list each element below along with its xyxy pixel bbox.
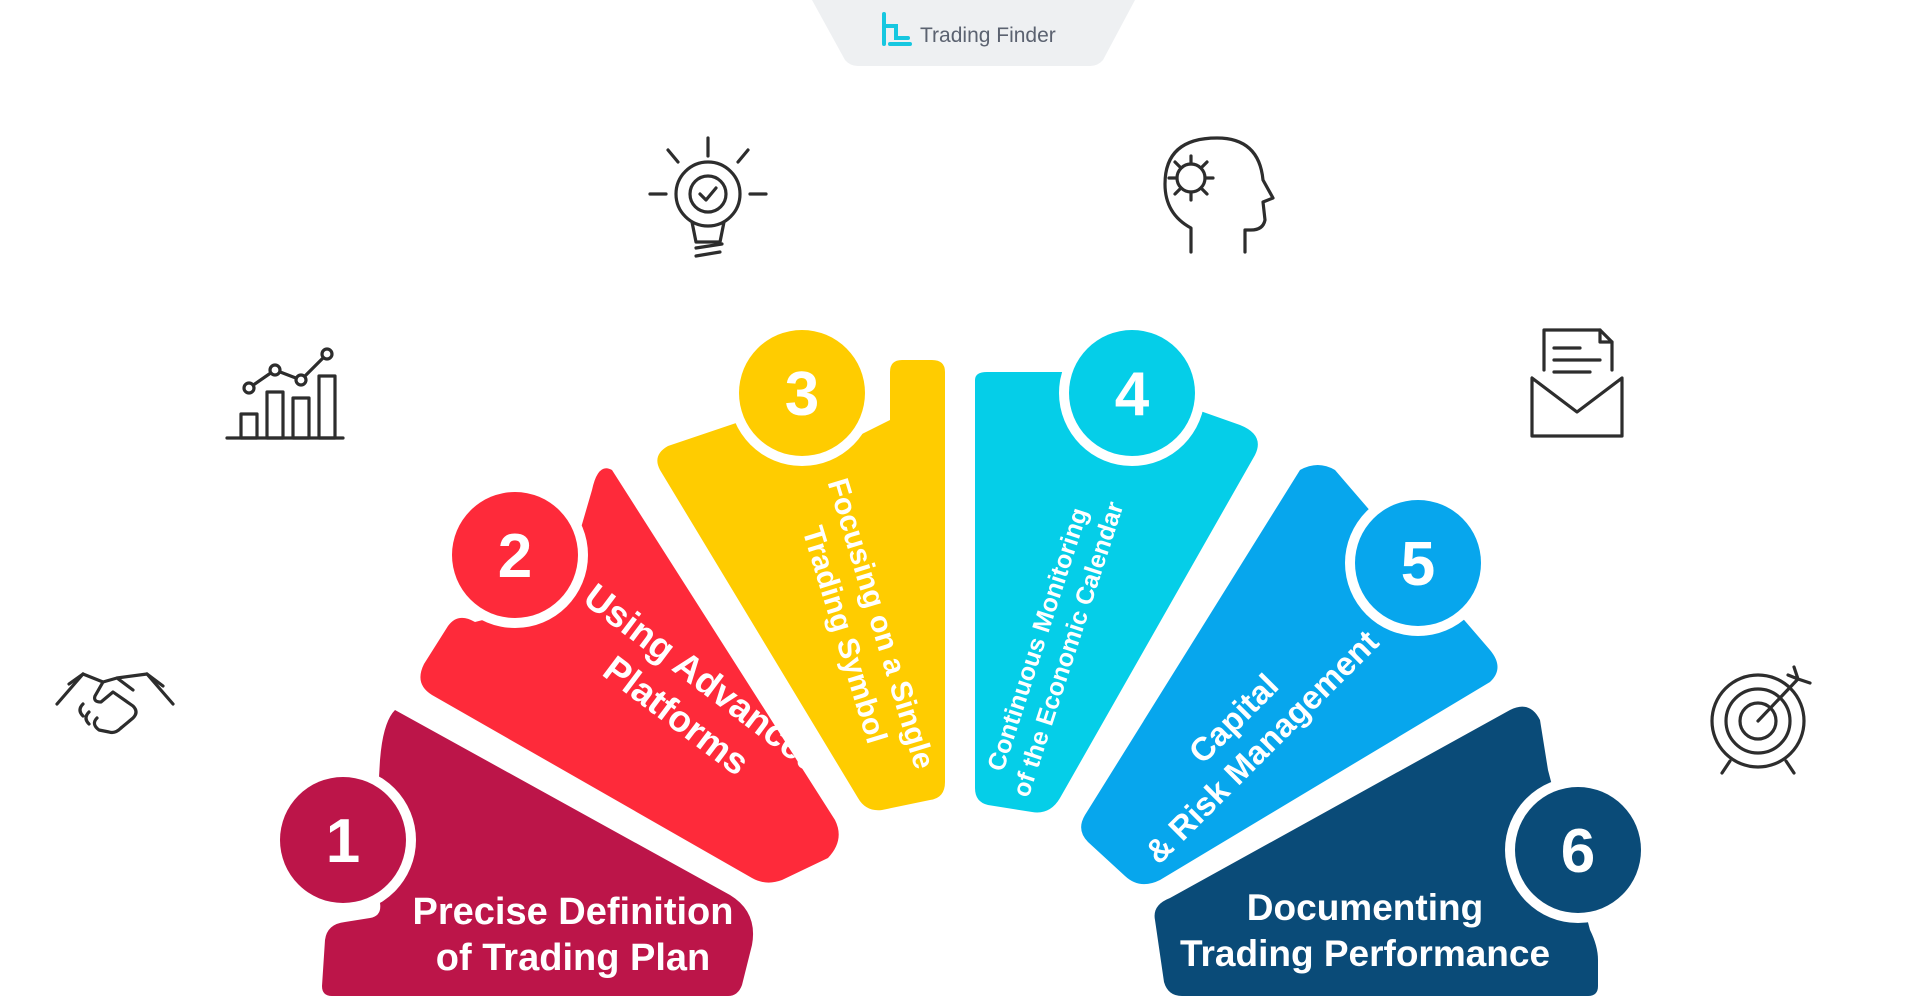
envelope-document-icon bbox=[1530, 328, 1624, 438]
head-gear-icon bbox=[1163, 136, 1275, 254]
target-arrow-icon bbox=[1710, 665, 1812, 775]
step-6-panel: 6 Documenting Trading Performance bbox=[1154, 706, 1651, 996]
step-4-panel: 4 Continuous Monitoring of the Economic … bbox=[975, 320, 1258, 813]
step-6-label-line2: Trading Performance bbox=[1180, 933, 1550, 974]
step-4-number: 4 bbox=[1115, 360, 1150, 429]
brand-name: Trading Finder bbox=[920, 24, 1056, 47]
step-5-number: 5 bbox=[1401, 530, 1435, 599]
lightbulb-check-icon bbox=[648, 136, 768, 258]
step-2-number: 2 bbox=[498, 522, 532, 591]
step-1-panel: 1 Precise Definition of Trading Plan bbox=[270, 710, 754, 996]
step-1-label-line1: Precise Definition bbox=[413, 891, 734, 933]
growth-chart-icon bbox=[225, 347, 345, 440]
step-3-panel: 3 Focusing on a Single Trading Symbol bbox=[657, 320, 945, 811]
step-6-label-line1: Documenting bbox=[1247, 887, 1483, 928]
step-1-number: 1 bbox=[326, 807, 360, 876]
step-1-label-line2: of Trading Plan bbox=[436, 937, 710, 979]
step-6-number: 6 bbox=[1561, 817, 1595, 886]
brand-header: Trading Finder bbox=[812, 0, 1135, 66]
step-3-number: 3 bbox=[785, 360, 819, 429]
trading-finder-logo-icon bbox=[882, 12, 912, 46]
handshake-icon bbox=[55, 672, 175, 735]
